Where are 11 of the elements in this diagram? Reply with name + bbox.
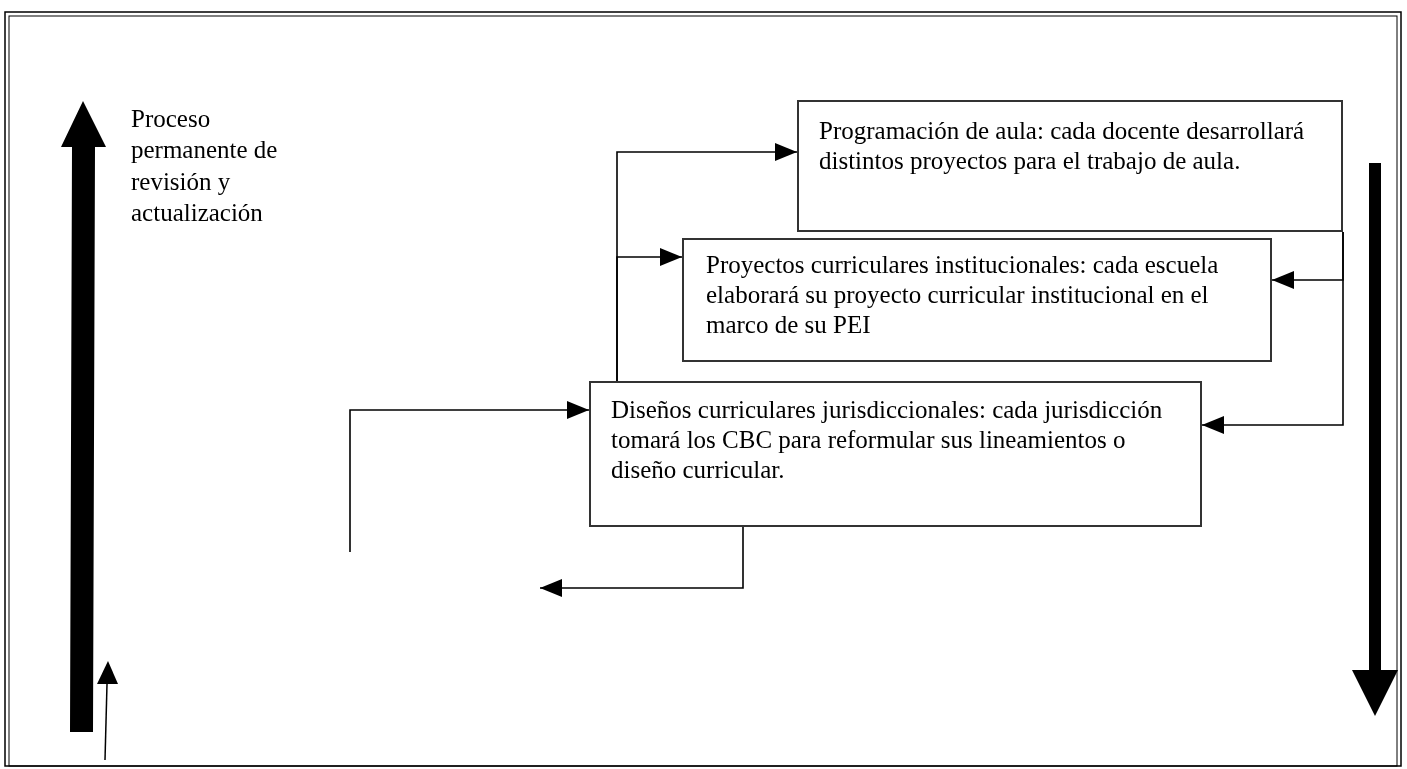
process-label: Proceso permanente de revisión y actualización bbox=[131, 104, 279, 228]
process-box bbox=[682, 238, 1272, 362]
arrow bbox=[349, 401, 590, 553]
arrow bbox=[539, 526, 744, 597]
arrow bbox=[1201, 231, 1344, 434]
process-box bbox=[589, 381, 1202, 527]
box-text: Proyectos curriculares institucionales: cada escuela elaborará su proyecto curricular institucional en el marco de su PEI bbox=[706, 250, 1220, 340]
box-text: Programación de aula: cada docente desarrollará distintos proyectos para el trabajo de aula. bbox=[819, 116, 1306, 176]
box-text: Diseños curriculares jurisdiccionales: cada jurisdicción tomará los CBC para reformular sus lineamientos o diseño curricular. bbox=[611, 395, 1164, 485]
process-box bbox=[797, 100, 1343, 232]
arrow bbox=[616, 248, 683, 382]
